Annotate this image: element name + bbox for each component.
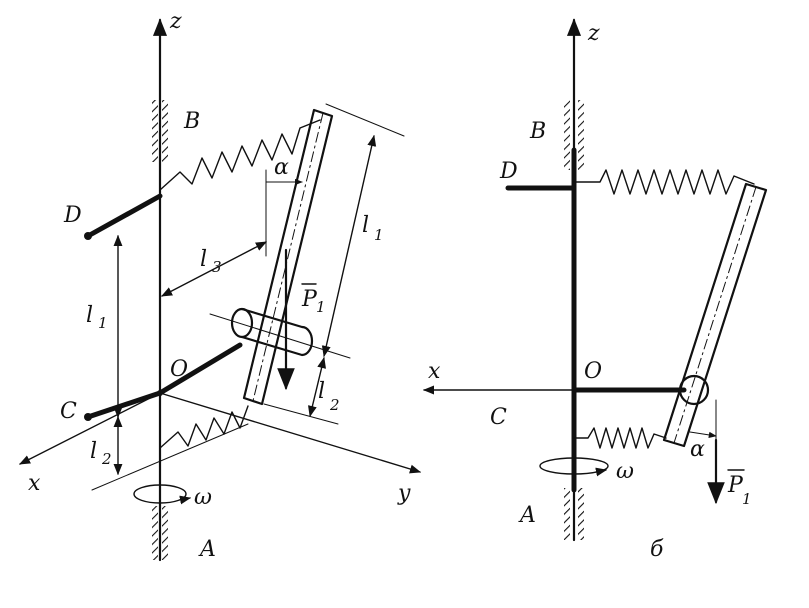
- left-l3-label: l: [200, 247, 207, 272]
- left-l1-sub: 1: [98, 314, 108, 332]
- right-point-o-label: O: [584, 359, 602, 384]
- left-l2r-label: l: [318, 379, 325, 404]
- left-l1-label: l: [86, 303, 93, 328]
- right-point-c-label: C: [490, 405, 507, 430]
- right-point-a-label: A: [518, 503, 536, 528]
- left-point-a-label: A: [198, 537, 216, 562]
- right-omega-ellipse: [539, 457, 609, 475]
- left-l2r-ext: [263, 403, 339, 425]
- left-dim-l2-right: [308, 356, 326, 418]
- left-x-axis: [19, 392, 161, 465]
- left-spring-lower: [159, 405, 249, 449]
- rod-o-joint: [157, 342, 243, 396]
- right-inclined-rod: [662, 182, 768, 448]
- pin-cylinder-end: [230, 307, 254, 339]
- left-point-o-label: O: [170, 357, 188, 382]
- rod-c: [85, 390, 163, 420]
- right-alpha-label: α: [690, 437, 705, 462]
- rod-d: [85, 193, 163, 239]
- left-point-o: [157, 390, 163, 396]
- right-rod-centerline: [673, 186, 757, 444]
- left-l1r-sub: 1: [374, 226, 384, 244]
- right-omega-arrow: [595, 467, 608, 477]
- bearing-a-left-hatch: [152, 506, 158, 560]
- right-point-b-label: B: [529, 119, 546, 144]
- left-l2-extension: [91, 423, 249, 491]
- left-x-label: x: [28, 471, 41, 496]
- left-p1-sub: 1: [316, 298, 326, 316]
- left-point-c-label: C: [60, 399, 77, 424]
- left-l2-label: l: [90, 439, 97, 464]
- inclined-rod-centerline: [252, 112, 324, 402]
- left-point-d-label: D: [63, 203, 82, 228]
- right-z-label: z: [587, 21, 600, 46]
- right-view: z B A ω D x O C: [422, 18, 768, 562]
- left-view: z B A ω x y D C O l 1: [19, 9, 422, 562]
- pin-cylinder-body: [240, 307, 314, 357]
- left-l2r-sub: 2: [329, 396, 340, 414]
- left-y-axis: [159, 392, 422, 474]
- right-bearing-a-right: [578, 488, 584, 540]
- left-dim-l3: [161, 241, 267, 297]
- bearing-a-right-hatch: [162, 506, 168, 560]
- rod-c-end: [84, 413, 92, 421]
- right-spring-upper: [573, 169, 755, 195]
- right-p1-sub: 1: [742, 490, 752, 508]
- right-bearing-a-left: [564, 488, 570, 540]
- bearing-b-left-hatch: [152, 100, 158, 162]
- right-p1-label: P: [727, 473, 744, 498]
- left-y-label: y: [397, 481, 411, 506]
- left-omega-label: ω: [194, 485, 212, 510]
- bearing-b-right-hatch: [162, 100, 168, 162]
- left-point-b-label: B: [183, 109, 200, 134]
- left-spring-upper: [159, 119, 321, 191]
- right-point-d-label: D: [499, 159, 518, 184]
- right-view-label: б: [650, 537, 664, 562]
- right-x-label: x: [428, 359, 441, 384]
- left-omega-arrow: [179, 495, 192, 505]
- right-alpha-arc: [689, 431, 717, 439]
- inclined-rod: [242, 108, 334, 406]
- right-spring-lower: [573, 427, 667, 449]
- left-l1r-ext-top: [325, 103, 405, 137]
- left-z-label: z: [169, 9, 182, 34]
- left-l3-sub: 3: [212, 258, 222, 276]
- left-alpha-label: α: [274, 155, 289, 180]
- left-dim-l1-right: [321, 134, 377, 358]
- right-bearing-b-left: [564, 100, 570, 170]
- right-omega-label: ω: [616, 459, 634, 484]
- left-l2-sub: 2: [101, 450, 112, 468]
- left-omega-ellipse: [133, 484, 187, 504]
- rod-d-end: [84, 232, 92, 240]
- left-l1r-label: l: [362, 213, 369, 238]
- right-bearing-b-right: [578, 100, 584, 170]
- left-p1-label: P: [301, 287, 318, 312]
- right-joint: [678, 374, 710, 406]
